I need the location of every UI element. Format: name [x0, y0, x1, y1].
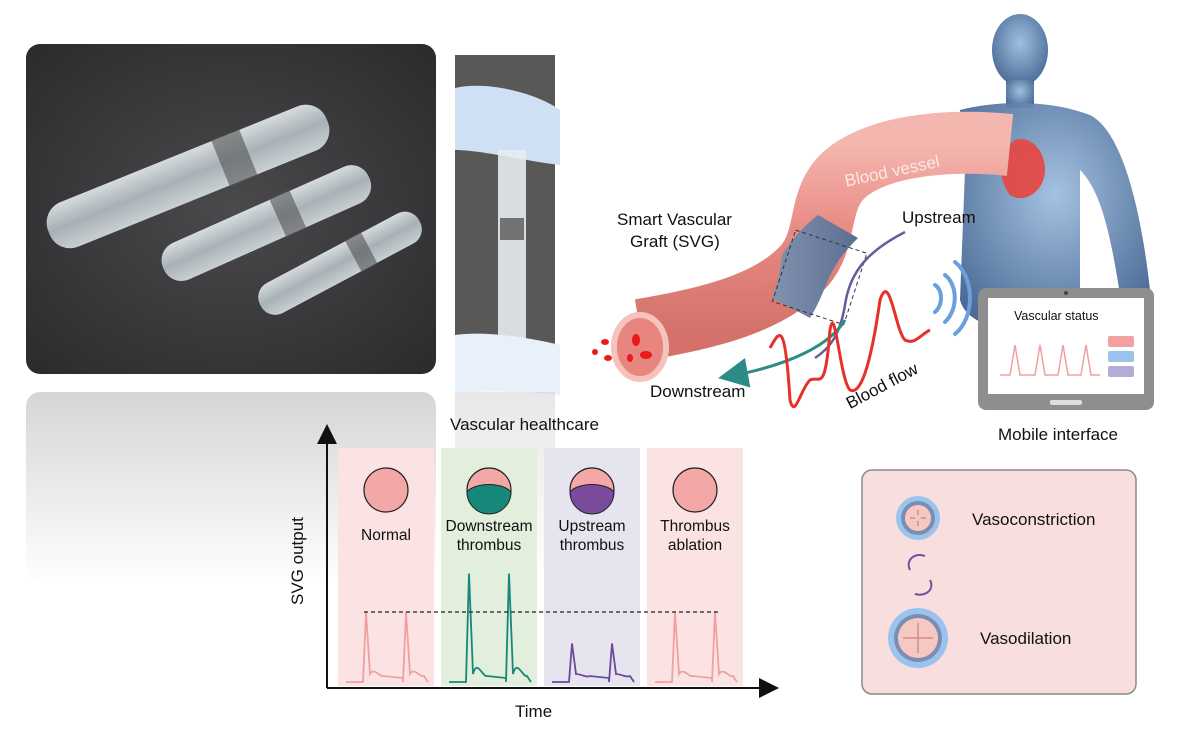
downstream-arrow [718, 319, 847, 388]
blood-vessel [634, 111, 1014, 361]
svg-output-signal [552, 643, 635, 683]
downstream-label: Downstream [650, 382, 746, 401]
vasodilation-label: Vasodilation [980, 629, 1072, 648]
vasoconstriction-label: Vasoconstriction [972, 510, 1096, 529]
state-label-line2: thrombus [456, 536, 522, 554]
wireless-icon [933, 260, 972, 336]
vessel-opening [611, 312, 669, 382]
graft-outline-box [771, 229, 868, 326]
vascular-status-label: Vascular status [1014, 309, 1099, 323]
heart-icon [1000, 139, 1045, 199]
vessel-cross-section-icon [672, 467, 718, 513]
tablet-device [978, 288, 1154, 410]
mobile-interface-label: Mobile interface [998, 425, 1119, 444]
vasoconstriction-icon [896, 496, 940, 540]
graft-segment [772, 215, 858, 318]
state-label-line1: Normal [361, 527, 411, 544]
svg-output-signal [449, 573, 532, 683]
svg-title-line1: Smart Vascular [617, 210, 732, 229]
y-axis-label: SVG output [288, 517, 307, 605]
thrombus-fill-icon [569, 484, 615, 515]
thrombus-fill-icon [466, 484, 512, 515]
svg-output-signal [655, 611, 738, 683]
vasodilation-icon [888, 608, 948, 668]
svg-output-chart [338, 448, 743, 686]
status-bar-purple [1108, 366, 1134, 377]
state-label-line1: Upstream [558, 518, 626, 535]
cycle-icon [907, 554, 933, 596]
vessel-cross-section-icon [363, 467, 409, 513]
status-bar-red [1108, 336, 1134, 347]
svg-output-signal [346, 611, 429, 683]
state-label-line2: thrombus [559, 536, 625, 554]
graft-handheld-photo [455, 55, 560, 582]
blood-flow-wave [768, 290, 931, 409]
x-axis-label: Time [515, 702, 553, 721]
vascular-state-legend [861, 469, 1137, 695]
graft-photo [26, 44, 436, 374]
vascular-healthcare-label: Vascular healthcare [450, 415, 599, 434]
blood-cells [592, 339, 612, 361]
upstream-label: Upstream [902, 208, 976, 227]
state-panel-label: Normal [336, 527, 436, 546]
status-bar-blue [1108, 351, 1134, 362]
state-label-line2: ablation [667, 536, 723, 554]
state-label-line1: Thrombus [660, 518, 730, 535]
state-label-line1: Downstream [445, 518, 533, 535]
tablet-signal [1000, 344, 1100, 376]
svg-title-line2: Graft (SVG) [630, 232, 720, 251]
